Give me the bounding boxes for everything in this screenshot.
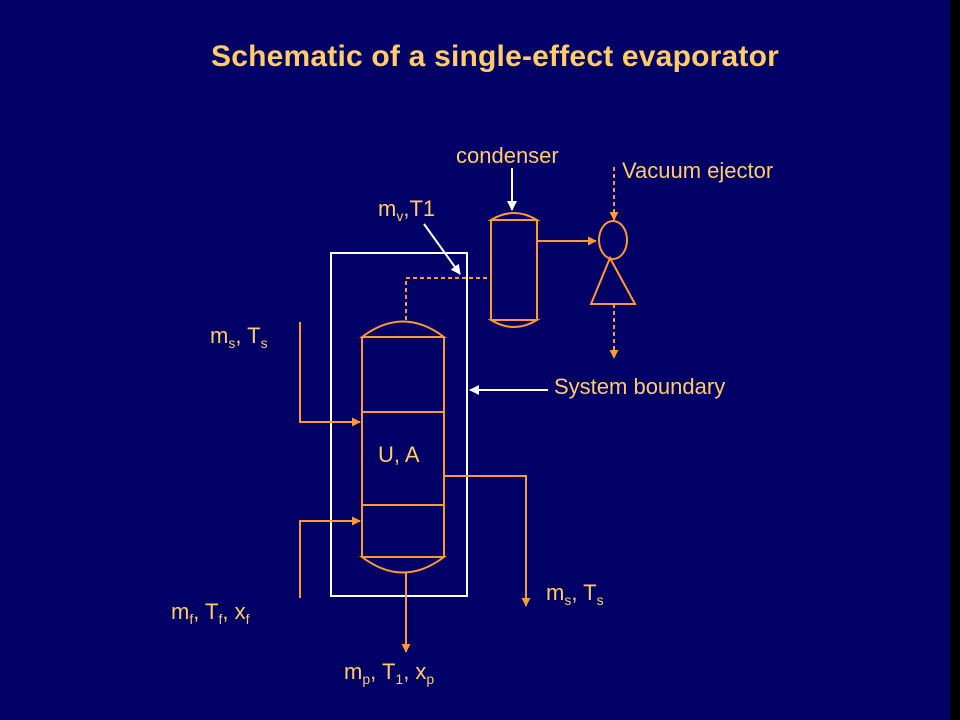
heat-transfer-label: U, A <box>378 442 420 467</box>
product-label: mp, T1, xp <box>344 659 434 687</box>
side-strip <box>950 0 960 720</box>
feed-label: mf, Tf, xf <box>171 599 250 627</box>
vacuum-ejector-label: Vacuum ejector <box>622 158 773 183</box>
steam-in-line <box>299 322 361 427</box>
steam-out-label: ms, Ts <box>546 580 604 608</box>
vapor-label: mv,T1 <box>378 196 435 224</box>
steam-out-line <box>444 475 531 607</box>
evaporator-vessel <box>359 320 447 574</box>
slide-title: Schematic of a single-effect evaporator <box>211 40 779 73</box>
system-boundary-label: System boundary <box>554 374 725 399</box>
vapor-line <box>405 277 492 320</box>
system-boundary-box <box>330 252 468 597</box>
steam-in-label: ms, Ts <box>210 323 268 351</box>
vacuum-ejector <box>589 220 637 305</box>
vapor-label-arrow <box>423 223 461 275</box>
condenser-label: condenser <box>456 143 559 168</box>
feed-in-line <box>299 516 361 598</box>
condenser-vessel <box>487 212 541 328</box>
